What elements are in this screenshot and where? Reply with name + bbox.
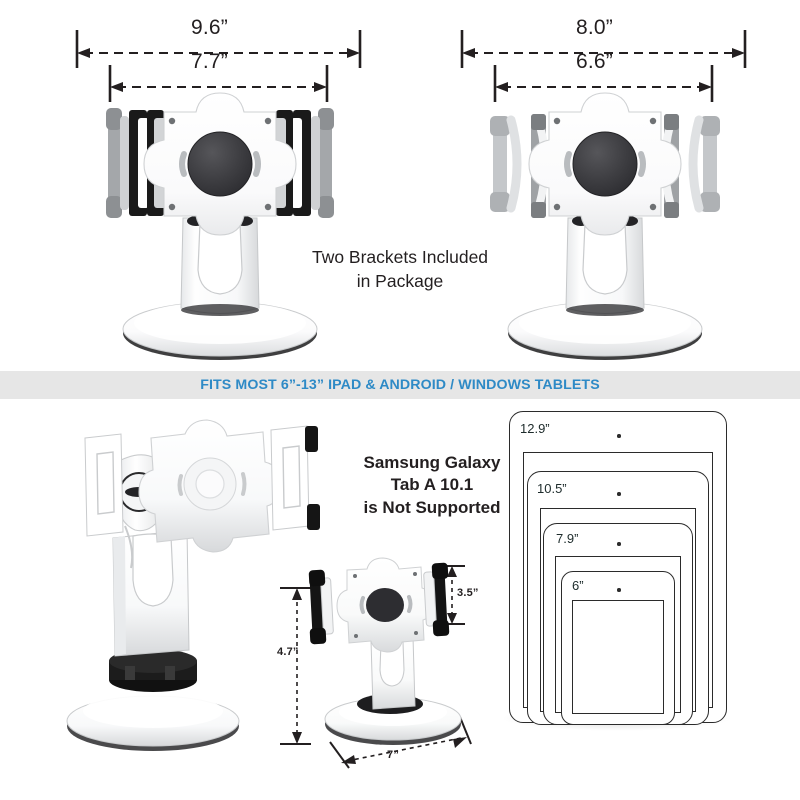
mount-center-plate bbox=[143, 92, 297, 236]
dimension-label-4-7: 4.7” bbox=[277, 646, 299, 658]
two-brackets-note-line2: in Package bbox=[356, 271, 444, 292]
two-brackets-note-line1: Two Brackets Included bbox=[311, 247, 489, 267]
measured-mount-plate bbox=[336, 557, 434, 653]
samsung-note-line2: Tab A 10.1 bbox=[390, 475, 474, 495]
dimension-9-6-graphic bbox=[75, 30, 362, 68]
dimension-label-3-5: 3.5” bbox=[457, 587, 479, 599]
measured-left-grip bbox=[308, 569, 334, 645]
dimension-7-graphic bbox=[329, 716, 472, 769]
two-brackets-note: Two Brackets Included in Package bbox=[300, 245, 500, 293]
tablet-camera-dot bbox=[617, 542, 621, 546]
samsung-note-line3: is Not Supported bbox=[363, 497, 501, 517]
tablet-size-label-6: 6” bbox=[572, 578, 584, 593]
tablet-size-stack: 12.9” 10.5” 7.9” 6” bbox=[495, 405, 800, 745]
exploded-product-illustration bbox=[66, 419, 320, 751]
tablet-outline-6 bbox=[561, 571, 675, 725]
samsung-not-supported-note: Samsung Galaxy Tab A 10.1 is Not Support… bbox=[352, 452, 512, 519]
right-product-illustration bbox=[460, 30, 747, 360]
tablet-camera-dot bbox=[617, 492, 621, 496]
holder-right-grip bbox=[270, 425, 320, 531]
mount-column bbox=[112, 529, 190, 657]
holder-left-grip bbox=[84, 433, 124, 537]
dimension-7-7-graphic bbox=[108, 65, 329, 102]
tablet-holder-plate bbox=[138, 419, 282, 553]
dimension-4-7-graphic bbox=[280, 587, 311, 745]
samsung-note-line1: Samsung Galaxy bbox=[363, 453, 501, 472]
dimension-label-8-0: 8.0” bbox=[576, 16, 613, 39]
dimension-label-6-6: 6.6” bbox=[576, 50, 613, 73]
compatibility-banner-text: FITS MOST 6”-13” IPAD & ANDROID / WINDOW… bbox=[200, 377, 600, 393]
dimension-8-0-graphic bbox=[460, 30, 747, 68]
measured-right-grip bbox=[423, 562, 450, 637]
compatibility-banner: FITS MOST 6”-13” IPAD & ANDROID / WINDOW… bbox=[0, 371, 800, 399]
dimension-label-7-7: 7.7” bbox=[191, 50, 228, 73]
tablet-screen bbox=[572, 600, 664, 714]
left-product-illustration bbox=[75, 30, 362, 360]
tablet-size-label-7-9: 7.9” bbox=[556, 531, 579, 546]
tablet-camera-dot bbox=[617, 588, 621, 592]
tablet-size-label-12-9: 12.9” bbox=[520, 421, 550, 436]
dimension-label-9-6: 9.6” bbox=[191, 16, 228, 39]
tablet-size-label-10-5: 10.5” bbox=[537, 481, 567, 496]
dimension-6-6-graphic bbox=[493, 65, 714, 102]
tablet-camera-dot bbox=[617, 434, 621, 438]
measured-product-illustration bbox=[280, 557, 472, 769]
dimension-label-7: 7” bbox=[387, 749, 400, 761]
mount-center-plate bbox=[528, 92, 682, 236]
